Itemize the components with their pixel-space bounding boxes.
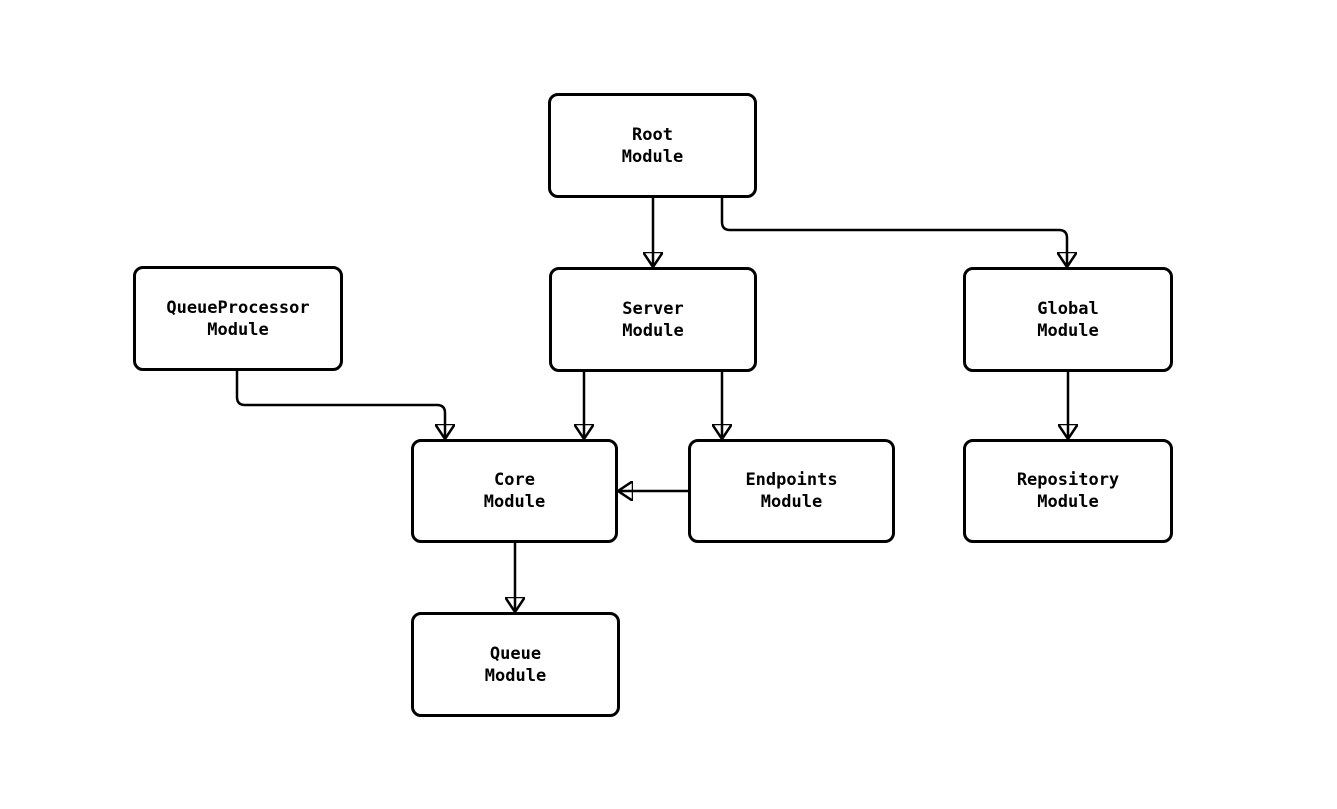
node-label-line: Endpoints [745,470,838,490]
node-label-line: Module [760,492,823,512]
node-label-line: Module [1037,492,1099,512]
node-label-line: Module [621,146,684,167]
node-label-line: QueueProcessor [166,297,310,318]
node-queueprocessor-module: QueueProcessor Module [133,266,343,371]
node-label-line: Module [622,320,684,341]
edge-queueprocessor-to-core [235,371,445,439]
node-repository-module: Repository Module [963,439,1173,543]
edge-root-to-global [720,198,1067,267]
node-root-module: Root Module [548,93,757,198]
node-global-module: Global Module [963,267,1173,372]
node-server-module: Server Module [549,267,757,372]
node-label-line: Global [1037,298,1099,319]
node-endpoints-module: Endpoints Module [688,439,895,543]
node-label-line: Core [494,470,535,490]
node-label-line: Module [484,665,547,686]
node-label-line: Module [1037,320,1099,341]
node-core-module: Core Module [411,439,618,543]
node-queue-module: Queue Module [411,612,620,717]
node-label-line: Server [622,298,684,319]
node-label-line: Module [207,319,269,340]
node-label-line: Repository [1016,470,1120,490]
node-label-line: Module [483,492,546,512]
node-label-line: Root [632,124,673,145]
node-label-line: Queue [489,643,542,664]
